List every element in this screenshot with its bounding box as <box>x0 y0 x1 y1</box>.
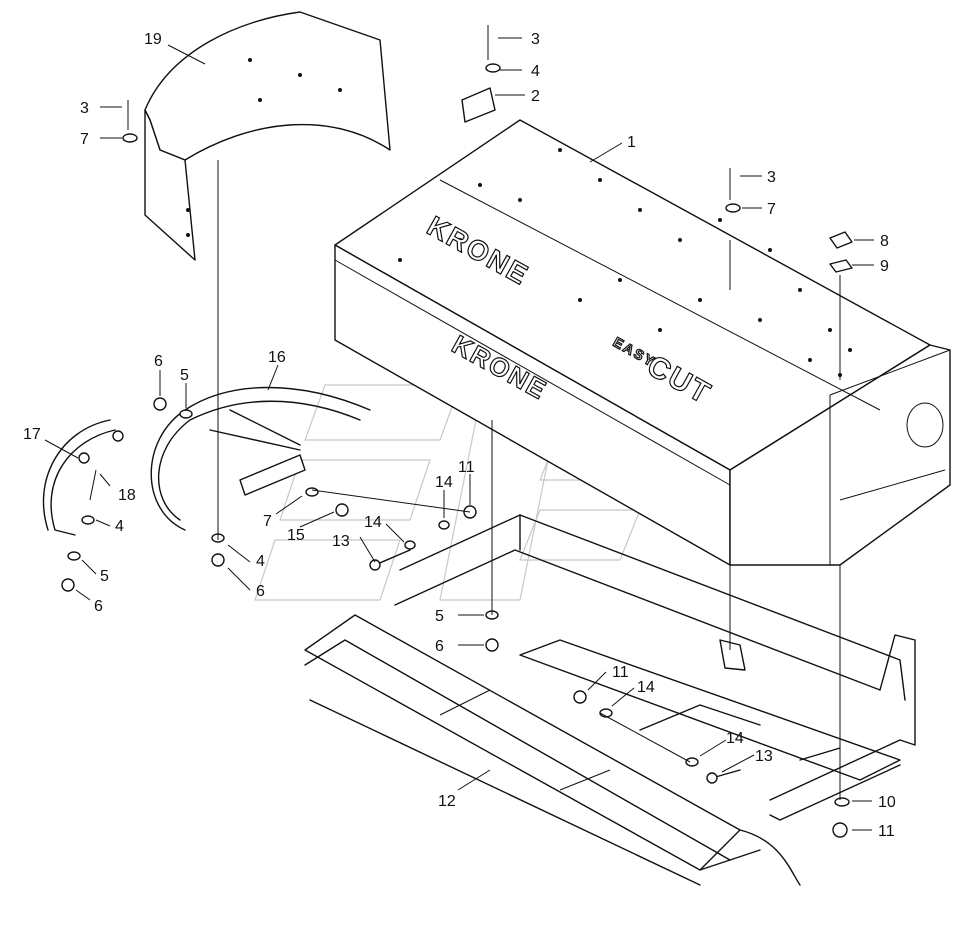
callout-6: 6 <box>435 638 444 655</box>
callout-7: 7 <box>80 131 89 148</box>
callout-15: 15 <box>287 527 305 544</box>
callout-11: 11 <box>612 664 629 681</box>
callout-labels: 1 2 3 4 19 3 7 3 7 8 9 16 6 5 17 18 4 5 … <box>23 31 896 840</box>
callout-13: 13 <box>755 748 773 765</box>
callout-6: 6 <box>256 583 265 600</box>
side-hoop <box>50 429 116 536</box>
callout-9: 9 <box>880 258 889 275</box>
callout-17: 17 <box>23 426 41 443</box>
callout-14: 14 <box>435 474 453 491</box>
callout-18: 18 <box>118 487 136 504</box>
callout-5: 5 <box>100 568 109 585</box>
callout-2: 2 <box>531 88 540 105</box>
callout-3: 3 <box>531 31 540 48</box>
callout-6: 6 <box>94 598 103 615</box>
callout-12: 12 <box>438 793 456 810</box>
assembly-lines <box>217 160 841 800</box>
callout-7: 7 <box>263 513 272 530</box>
callout-4: 4 <box>531 63 540 80</box>
callout-4: 4 <box>115 518 124 535</box>
spacer-15 <box>335 503 349 517</box>
callout-5: 5 <box>435 608 444 625</box>
callout-4: 4 <box>256 553 265 570</box>
curved-side-guard <box>144 11 391 261</box>
callout-5: 5 <box>180 367 189 384</box>
lower-protection-frame <box>304 614 801 886</box>
callout-11: 11 <box>878 823 895 840</box>
callout-13: 13 <box>332 533 350 550</box>
leader-lines <box>44 37 874 831</box>
callout-3: 3 <box>80 100 89 117</box>
callout-7: 7 <box>767 201 776 218</box>
guard-bow <box>150 386 371 531</box>
mounting-hole <box>398 148 852 377</box>
main-cover-hood: KRONE KRONE EASY CUT <box>334 119 951 566</box>
callout-14: 14 <box>637 679 655 696</box>
callout-11: 11 <box>458 459 475 476</box>
callout-19: 19 <box>144 31 162 48</box>
callout-3: 3 <box>767 169 776 186</box>
callout-8: 8 <box>880 233 889 250</box>
bracket <box>461 87 496 123</box>
mower-frame <box>394 514 916 821</box>
fasteners <box>61 25 853 838</box>
callout-1: 1 <box>627 134 636 151</box>
callout-16: 16 <box>268 349 286 366</box>
callout-14: 14 <box>364 514 382 531</box>
callout-6: 6 <box>154 353 163 370</box>
callout-10: 10 <box>878 794 896 811</box>
callout-14: 14 <box>726 730 744 747</box>
